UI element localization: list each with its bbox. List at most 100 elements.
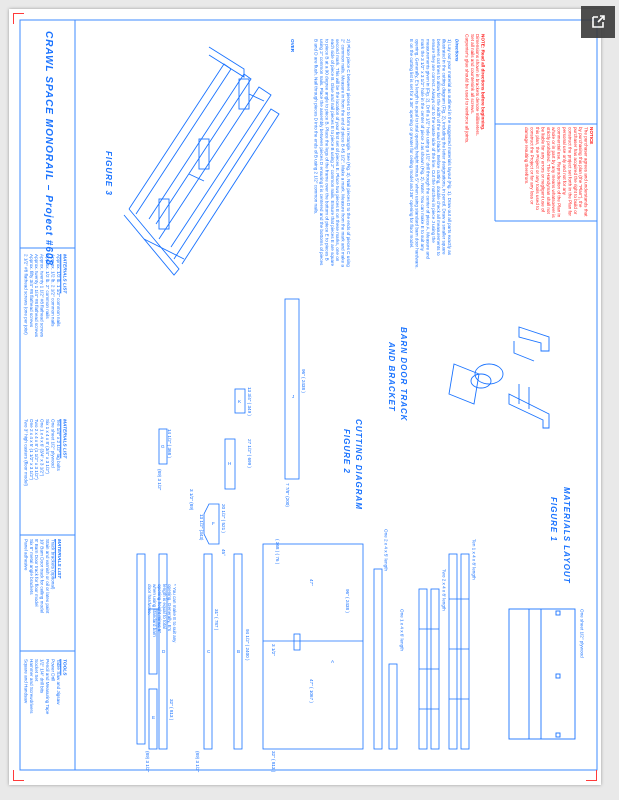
crop-mark [13,770,24,781]
list-item: Approx. fifty 3/4" #8 flathead screws [28,254,34,328]
note-label: NOTE: [480,34,486,49]
figure-2-label: FIGURE 2 [342,429,351,474]
strip-label: One 2 x 4 x 5' length [383,529,389,571]
dim-e: 31" ( 787 ) [214,609,219,631]
list-item: Table Saw and Jigsaw [55,659,61,705]
dim-g-width: (89) 3 1/2" [157,469,162,491]
materials-list-heading: MATERIALS LIST [61,254,67,294]
blueprint-frame [19,19,598,771]
piece-letter: F [212,521,215,526]
list-item: 8' Barn Door track for floor model [34,539,40,607]
figure-1-label: FIGURE 1 [549,497,558,542]
cutting-diagram [136,298,364,750]
directions-heading-text: Directions [454,39,460,62]
materials-list-heading: MATERIALS LIST [61,419,67,459]
directions-step-2: 2) Place piece C between pieces D to for… [313,39,351,267]
dim-c-width: (89) 3 1/2" [195,751,200,773]
list-item: One 2 x 4 x 5' (1 1/2" x 3 1/2") [28,419,34,481]
dim-j-width: 7 7/8" (200) [285,483,290,507]
dim-f-width: 3 1/2" (89) [189,489,194,511]
note-line: Carpenter's glue should be used to reinf… [464,34,470,144]
piece-letter: D [162,649,166,654]
dim-a1: 47" [309,579,314,586]
barn-door-track-drawing [448,326,550,429]
dim-d-width: (89) 3 1/2" [145,751,150,773]
note-block: NOTE: Read all directions before beginni… [464,34,486,234]
dim-h: 27 1/2" ( 699 ) [247,439,252,468]
piece-letter: J [292,394,295,399]
piece-letter: G [161,444,165,449]
over-label: OVER [290,39,295,53]
piece-letter: B [237,649,241,654]
dim-g: 14 1/2" ( 368 ) [167,429,172,458]
list-item: Approx. 1/2 lb. 1 1/2" common nails [55,254,61,327]
dim-a3: 3 1/2" [271,644,276,656]
list-item: 1/2" 1/4" drill bits [39,659,45,694]
dim-f-inner: 13 1/2" (343) [199,514,204,541]
dim-j: 96" ( 2438 ) [301,369,306,393]
materials-list-3: MATERIALS LIST Track brackets (optional)… [23,539,61,647]
list-item: Pencil and Measuring Tape [45,659,51,715]
barn-door-title: BARN DOOR TRACK [399,327,408,422]
list-item: Hammer and Screwdrivers [28,659,34,714]
materials-list-heading: MATERIALS LIST [55,539,61,579]
cutting-diagram-title: CUTTING DIAGRAM [354,419,363,510]
list-item: 10' Barn Door track for ceiling model [39,539,45,614]
list-item: One 1 x 4 x 6' (3/4" x 3 1/2") [39,419,45,477]
dim-a: 96" ( 2438 ) [345,589,350,613]
dim-c: 94 1/2" ( 2400 ) [245,629,250,661]
list-item: Square and Handsaw [23,659,29,704]
notice-label: NOTICE [589,127,594,145]
note-line: Read all directions before beginning. [480,49,486,131]
tools-list: TOOLS Table Saw and Jigsaw Power Drill P… [23,659,66,767]
list-item: Ten 1/4" x 2 1/2" lag bolts [55,419,61,471]
list-item: Socket Set [34,659,40,682]
document-page: CRAWL SPACE MONORAIL – Project #608 FIGU… [9,9,601,785]
list-item: Two 2 x 4 x 8' (1 1/2" x 3 1/2") [34,419,40,480]
list-item: Panel adhesive [23,539,29,571]
list-item: One sheet 1/2" plywood [50,419,56,468]
directions-step-1: 1) Lay out your material as outlined in … [409,39,452,269]
piece-letter: K [238,399,242,404]
dim-a2: 47" ( 1067 ) [309,679,314,703]
figure-3-drawing [123,46,280,276]
dim-a-end: 32" ( 813 ) [271,751,276,773]
list-item: Stain and varnish or oil or latex paint [45,539,51,614]
list-item: Two 3" high casters (floor model) [23,419,29,486]
directions-heading: Directions [454,39,459,61]
list-item: 2 1/2" #8 flathead screws (one per joist… [23,254,29,335]
crop-mark [13,13,24,24]
dim-angle: 45° [221,549,226,556]
materials-list-1: MATERIALS LIST Approx. 1/2 lb. 1 1/2" co… [23,254,66,529]
project-title: CRAWL SPACE MONORAIL – Project #608 [43,31,54,267]
cutting-note: * You can make E to suit any opening. Ge… [147,584,177,643]
piece-letter: A [331,659,335,664]
plywood-label: One sheet 1/2" plywood [579,609,585,658]
strip-label: Two 2 x 4 x 8' length [441,569,447,611]
list-item: Power Drill [50,659,56,682]
dim-d: 32" ( 813 ) [169,699,174,721]
list-item: Approx. twenty 1 1/4" #8 flathead screws [34,254,40,338]
dim-top: ( 368 ) ( 76 ) [275,539,280,565]
dim-f: 20 1/2" ( 521 ) [221,504,226,533]
barn-door-title-2: AND BRACKET [387,342,396,412]
note-line: Dimensions shown in brackets denote mill… [475,34,481,136]
strip-label: Ten 1 x 4 x 8' length [471,539,477,580]
notice-block: NOTICE The purchaser agrees and understa… [499,127,594,219]
tools-heading: TOOLS [61,659,67,676]
dim-k: 13 3/4" ( 349 ) [247,387,252,416]
open-in-new-window-button[interactable] [581,6,615,38]
note-line: Set all nails and countersink all screws… [469,34,475,114]
list-item: Approx. 1/2 lb. 2" common nails [45,254,51,319]
list-item: Six 1 x 4 x 8' (3/4" x 3 1/2") [45,419,51,474]
figure-3-label: FIGURE 3 [104,151,113,196]
materials-list-2: MATERIALS LIST Ten 1/4" x 2 1/2" lag bol… [23,419,66,531]
crop-mark [586,770,597,781]
plywood-layout [508,608,576,740]
external-link-icon [592,15,605,28]
list-item: Approx. 1/2 lb. 2 1/2" common nails [50,254,56,327]
list-item: Track brackets (optional) [50,539,56,590]
piece-letter: C [207,649,211,654]
piece-letter: E [152,715,156,720]
piece-letter: H [228,461,232,466]
